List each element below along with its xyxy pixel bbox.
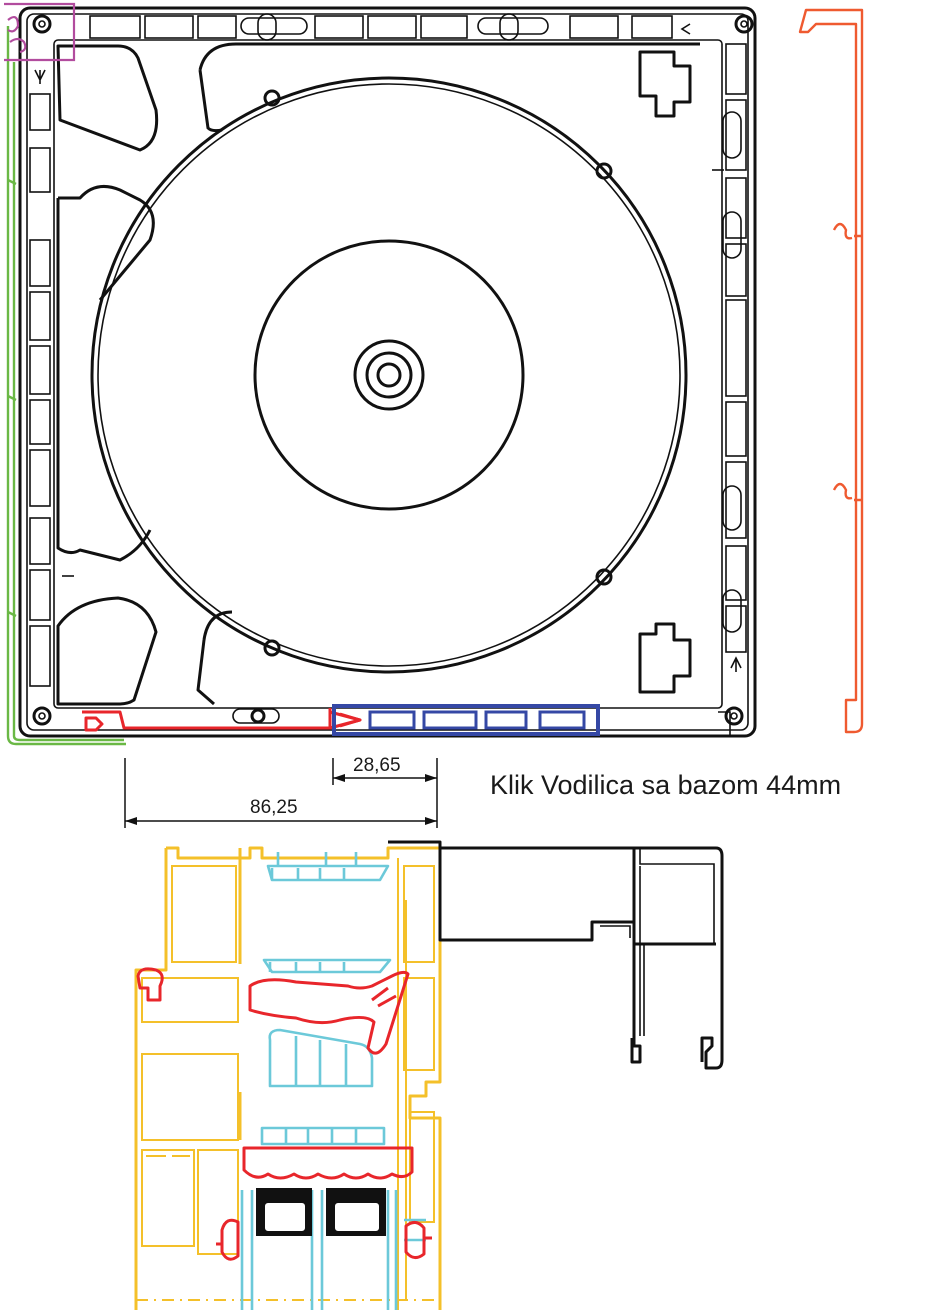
dimension-outer-label: 86,25 <box>250 797 298 818</box>
box-bottom-parts <box>82 704 731 736</box>
clip-purple <box>4 2 76 62</box>
side-profile-green <box>6 26 126 746</box>
dimension-inner-label: 28,65 <box>353 755 401 776</box>
guide-rail-orange <box>798 8 864 734</box>
box-inner-lobes <box>56 42 724 706</box>
glazing-profiles-cyan <box>240 852 426 1310</box>
shutter-box <box>18 6 757 738</box>
glass-spacers <box>256 1188 386 1236</box>
box-right-chambers <box>680 23 747 672</box>
corner-screws <box>32 14 754 726</box>
dimension-lines: 28,65 86,25 <box>124 755 438 828</box>
box-top-chambers <box>89 13 673 41</box>
box-left-chambers <box>29 69 51 687</box>
window-frame-profile <box>134 846 442 1310</box>
guide-profile-black <box>388 840 724 1070</box>
roller-drum <box>90 76 688 724</box>
caption-label: Klik Vodilica sa bazom 44mm <box>490 770 842 800</box>
gaskets-red <box>136 967 432 1261</box>
